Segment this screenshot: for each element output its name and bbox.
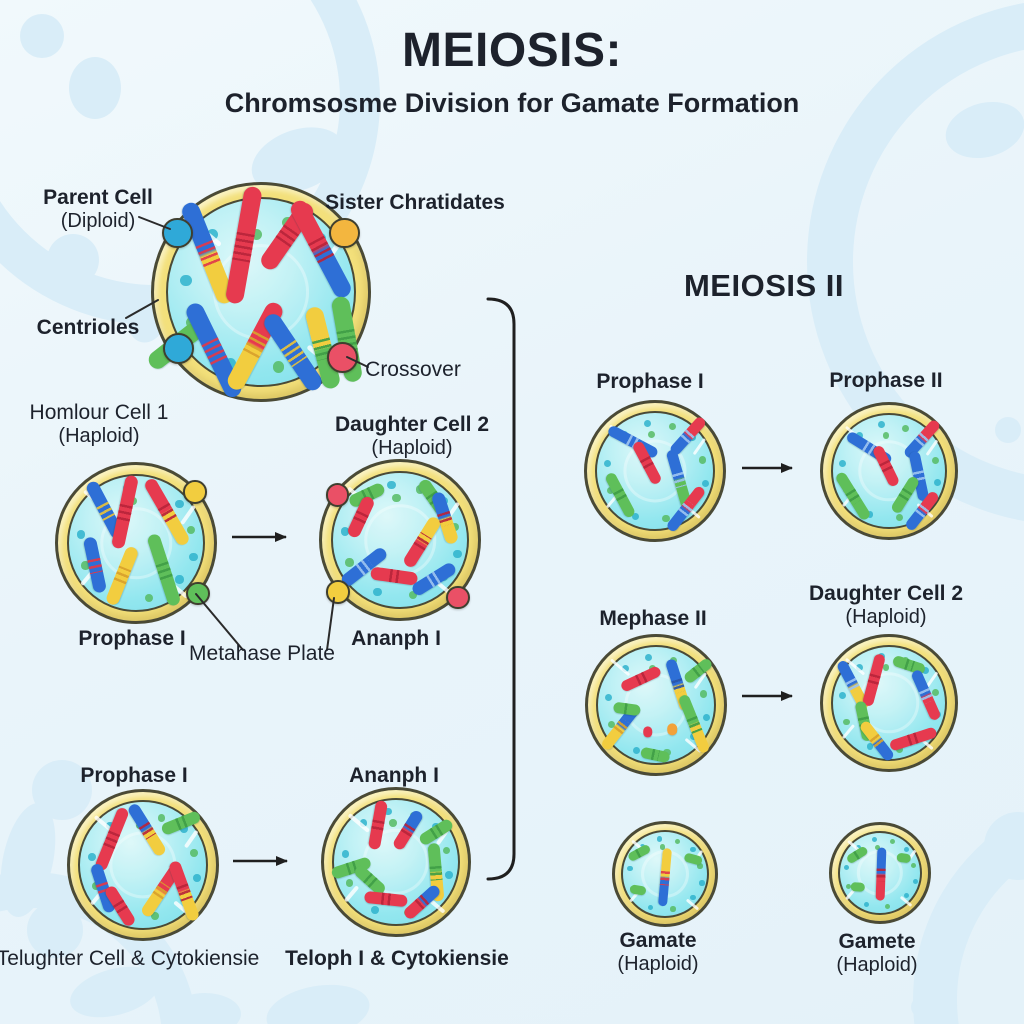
prophase2-right-label: Prophase II [829, 369, 943, 392]
meiosis2-heading: MEIOSIS II [683, 268, 845, 303]
homologous-cell-label: Homlour Cell 1 (Haploid) [29, 401, 169, 447]
daughter-cell-left-label: Daughter Cell 2 (Haploid) [334, 413, 490, 459]
cell-anaphase1-mid [319, 459, 481, 621]
chromosome-orange [667, 723, 678, 736]
anaphase1-mid-label: Ananph I [351, 627, 441, 650]
red-marker-dot [446, 585, 470, 610]
yellow-marker-dot [183, 480, 207, 504]
page-subtitle: Chromsosme Division for Gamate Formation [224, 88, 800, 118]
telophase-right-label: Teloph I & Cytokiensie [285, 947, 509, 970]
metaphase2-label: Mephase II [599, 607, 707, 630]
centrioles-label: Centrioles [36, 316, 140, 339]
chromosome-red [643, 726, 653, 738]
prophase1-right-label: Prophase I [596, 370, 704, 393]
cell-meiosis2-prophase1 [584, 400, 726, 542]
prophase1-bottom-label: Prophase I [80, 764, 188, 787]
daughter-cell-right-label: Daughter Cell 2 (Haploid) [808, 582, 964, 628]
cell-anaphase1-bottom [321, 787, 471, 937]
crossover-label: Crossover [365, 358, 461, 381]
red-marker-dot [325, 483, 349, 507]
anaphase1-bottom-label: Ananph I [349, 764, 439, 787]
gamete1-label: Gamate (Haploid) [617, 929, 699, 975]
cell-gamete-1 [612, 821, 718, 927]
parent-cell-label: Parent Cell (Diploid) [43, 186, 153, 232]
telophase-left-label: Telughter Cell & Cytokiensie [0, 947, 260, 970]
cell-meiosis2-daughter2 [820, 634, 958, 772]
cell-meiosis2-metaphase2 [585, 634, 727, 776]
prophase1-mid-label: Prophase I [78, 627, 186, 650]
gamete2-label: Gamete (Haploid) [836, 930, 918, 976]
page-title: MEIOSIS: [401, 24, 623, 77]
metaphase-plate-label: Metahase Plate [189, 642, 335, 665]
sister-chromatids-label: Sister Chratidates [325, 191, 505, 214]
